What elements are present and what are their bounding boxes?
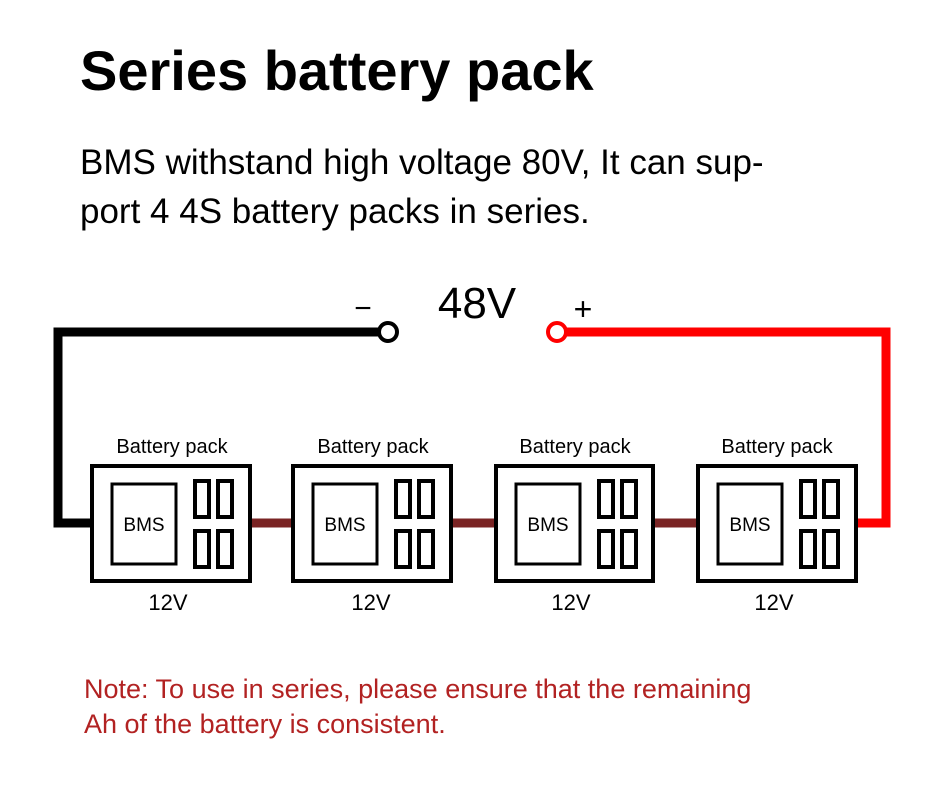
battery-pack-voltage: 12V bbox=[551, 590, 590, 615]
page-title: Series battery pack bbox=[80, 39, 594, 102]
total-voltage-label: 48V bbox=[438, 279, 517, 328]
cell-icon bbox=[620, 529, 638, 569]
bms-module bbox=[716, 482, 784, 566]
battery-pack-4: Battery pack BMS 12V bbox=[696, 436, 858, 615]
cell-icon bbox=[394, 479, 412, 519]
cell-icon bbox=[216, 479, 234, 519]
bms-label: BMS bbox=[123, 515, 164, 536]
cell-icon bbox=[394, 529, 412, 569]
note-line-1: Note: To use in series, please ensure th… bbox=[84, 674, 752, 704]
battery-pack-1: Battery pack BMS 12V bbox=[90, 436, 252, 615]
battery-pack-label: Battery pack bbox=[317, 436, 429, 458]
battery-pack-label: Battery pack bbox=[519, 436, 631, 458]
bms-label: BMS bbox=[324, 515, 365, 536]
cell-icon bbox=[597, 529, 615, 569]
battery-pack-2: Battery pack BMS 12V bbox=[291, 436, 453, 615]
cell-icon bbox=[216, 529, 234, 569]
positive-wire bbox=[557, 327, 891, 528]
cell-icon bbox=[799, 529, 817, 569]
negative-terminal bbox=[377, 321, 399, 343]
cell-icon bbox=[417, 529, 435, 569]
description-text: BMS withstand high voltage 80V, It can s… bbox=[80, 138, 880, 236]
negative-sign: − bbox=[354, 292, 372, 325]
battery-pack-voltage: 12V bbox=[351, 590, 390, 615]
cell-icon bbox=[620, 479, 638, 519]
cell-icon bbox=[193, 529, 211, 569]
cell-icon bbox=[193, 479, 211, 519]
battery-pack-3: Battery pack BMS 12V bbox=[494, 436, 655, 615]
battery-pack-voltage: 12V bbox=[754, 590, 793, 615]
bms-module bbox=[110, 482, 178, 566]
bms-module bbox=[311, 482, 379, 566]
positive-terminal bbox=[546, 321, 568, 343]
description-line-2: port 4 4S battery packs in series. bbox=[80, 192, 590, 231]
negative-wire bbox=[53, 327, 388, 528]
bms-label: BMS bbox=[527, 515, 568, 536]
bms-module bbox=[514, 482, 582, 566]
description-line-1: BMS withstand high voltage 80V, It can s… bbox=[80, 143, 764, 182]
cell-icon bbox=[822, 529, 840, 569]
battery-pack-label: Battery pack bbox=[721, 436, 833, 458]
usage-note: Note: To use in series, please ensure th… bbox=[84, 672, 884, 742]
note-line-2: Ah of the battery is consistent. bbox=[84, 709, 446, 740]
battery-pack-voltage: 12V bbox=[148, 590, 187, 615]
cell-icon bbox=[417, 479, 435, 519]
cell-icon bbox=[597, 479, 615, 519]
bms-label: BMS bbox=[729, 515, 770, 536]
cell-icon bbox=[822, 479, 840, 519]
positive-sign: + bbox=[574, 291, 593, 327]
cell-icon bbox=[799, 479, 817, 519]
battery-pack-label: Battery pack bbox=[116, 436, 228, 458]
